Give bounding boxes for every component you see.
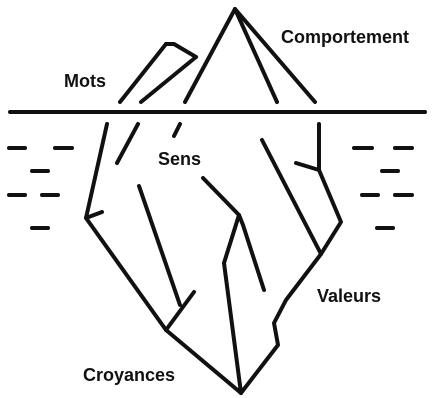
water-ripples-right — [354, 148, 412, 228]
water-ripples-left — [9, 148, 72, 228]
iceberg-submerged — [86, 124, 341, 393]
label-behavior: Comportement — [281, 27, 409, 47]
label-meaning: Sens — [158, 149, 201, 169]
label-values: Valeurs — [317, 286, 381, 306]
iceberg-tip — [120, 9, 315, 102]
label-beliefs: Croyances — [83, 365, 175, 385]
label-words: Mots — [64, 71, 106, 91]
